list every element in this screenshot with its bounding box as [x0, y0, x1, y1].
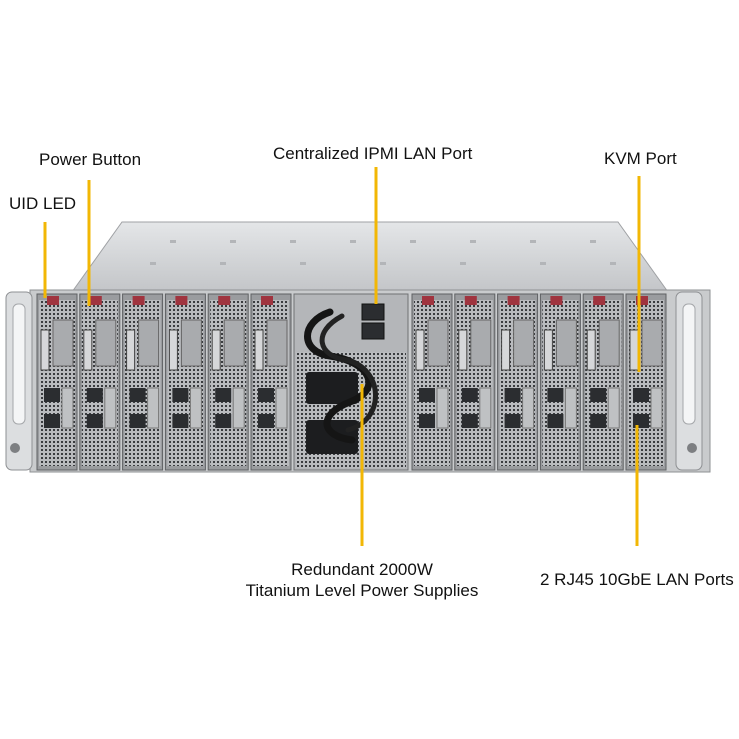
rj45-port [419, 414, 435, 428]
left-node-5 [207, 293, 249, 471]
leader-lines [43, 167, 641, 546]
right-node-3 [497, 293, 539, 471]
top-vents [150, 240, 616, 265]
right-node-4 [539, 293, 581, 471]
rj45-port [215, 388, 232, 402]
rj45-port [547, 388, 564, 402]
rj45-port [258, 388, 274, 402]
right-rack-handle [675, 291, 703, 471]
left-node-2 [79, 293, 121, 471]
left-node-6 [250, 293, 292, 471]
rj45-port [44, 388, 60, 402]
rj45-port [461, 414, 478, 428]
psu-unit-top [306, 372, 358, 404]
left-node-bank [36, 293, 292, 471]
uid-led-label: UID LED [9, 194, 77, 213]
rj45-port [504, 388, 521, 402]
left-node-4 [164, 293, 206, 471]
rj45-port [86, 414, 103, 428]
chassis-top [71, 221, 669, 293]
right-node-2 [454, 293, 496, 471]
kvm-connector [629, 329, 639, 371]
rj45-port [172, 388, 189, 402]
release-tab [218, 296, 231, 305]
release-tab [422, 296, 434, 305]
release-tab [132, 296, 145, 305]
release-tab [507, 296, 520, 305]
rj45-port [172, 414, 189, 428]
rj45-port [44, 414, 60, 428]
rj45-port [129, 388, 146, 402]
release-tab [636, 296, 648, 305]
rj45-port [633, 414, 649, 428]
kvm-connector [586, 329, 596, 371]
kvm-connector [543, 329, 553, 371]
left-rack-handle [5, 291, 33, 471]
ipmi-lan-port-2 [361, 322, 385, 340]
ipmi-port-label: Centralized IPMI LAN Port [273, 144, 473, 163]
rj45-port [215, 414, 232, 428]
kvm-port-label: KVM Port [604, 149, 677, 168]
lan-ports-label: 2 RJ45 10GbE LAN Ports [540, 570, 734, 589]
rj45-port [258, 414, 274, 428]
ipmi-lan-port [361, 303, 385, 321]
right-node-5 [582, 293, 624, 471]
release-tab [550, 296, 563, 305]
kvm-connector [40, 329, 50, 371]
kvm-connector [83, 329, 93, 371]
release-tab [89, 296, 102, 305]
left-node-1 [36, 293, 78, 471]
rj45-port [129, 414, 146, 428]
power-button-label: Power Button [39, 150, 142, 169]
rj45-port [590, 388, 607, 402]
kvm-connector [458, 329, 468, 371]
rj45-port [86, 388, 103, 402]
rj45-port [419, 388, 435, 402]
release-tab [261, 296, 273, 305]
psu-module [293, 293, 409, 471]
kvm-connector [501, 329, 511, 371]
kvm-connector [211, 329, 221, 371]
rj45-port [504, 414, 521, 428]
release-tab [175, 296, 188, 305]
rj45-port [461, 388, 478, 402]
left-node-3 [122, 293, 164, 471]
right-node-bank [411, 293, 667, 471]
power-cable-2 [319, 313, 378, 433]
rj45-port [633, 388, 649, 402]
release-tab [464, 296, 477, 305]
rj45-port [547, 414, 564, 428]
psu-label-line1: Redundant 2000W [291, 560, 433, 579]
kvm-connector [168, 329, 178, 371]
kvm-connector [254, 329, 264, 371]
release-tab [47, 296, 59, 305]
rj45-port [590, 414, 607, 428]
right-node-1 [411, 293, 453, 471]
right-node-6 [625, 293, 667, 471]
kvm-connector [126, 329, 136, 371]
release-tab [593, 296, 606, 305]
psu-label-line2: Titanium Level Power Supplies [245, 581, 479, 600]
kvm-connector [415, 329, 425, 371]
